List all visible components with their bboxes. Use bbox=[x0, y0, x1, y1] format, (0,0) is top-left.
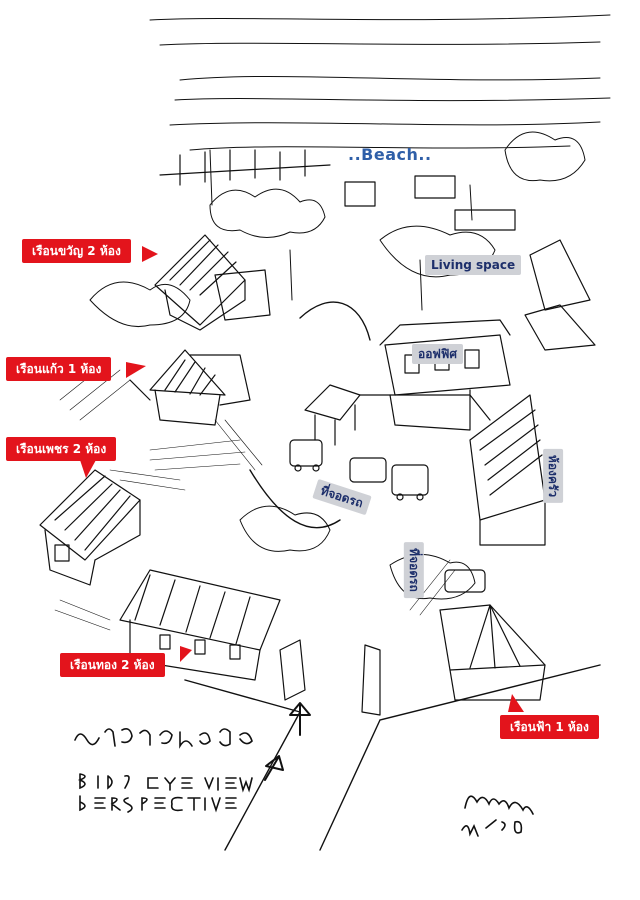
office-label: ออฟฟิศ bbox=[412, 344, 464, 364]
horizon-lines bbox=[149, 14, 611, 151]
house-thong-sketch bbox=[119, 569, 306, 701]
entry-arrows bbox=[264, 702, 311, 781]
road-lines bbox=[184, 301, 601, 851]
callout-kaew: เรือนแก้ว 1 ห้อง bbox=[6, 357, 112, 381]
callout-phet: เรือนเพชร 2 ห้อง bbox=[6, 437, 117, 461]
house-kaew-sketch bbox=[129, 349, 251, 426]
callout-fa: เรือนฟ้า 1 ห้อง bbox=[500, 715, 599, 739]
handwritten-title-strokes bbox=[74, 728, 534, 837]
right-huts-sketch bbox=[524, 239, 596, 351]
living-space-label: Living space bbox=[425, 255, 522, 275]
house-phet-sketch bbox=[39, 469, 141, 586]
cars-sketch bbox=[289, 439, 486, 593]
drawing-ink bbox=[39, 14, 611, 851]
gazebo-sketch bbox=[304, 384, 361, 446]
beach-fence bbox=[159, 149, 516, 231]
kitchen-sketch bbox=[469, 394, 546, 546]
callout-thong: เรือนทอง 2 ห้อง bbox=[60, 653, 165, 677]
kitchen-label: ห้องครัว bbox=[543, 448, 564, 504]
parking-label-2: ที่จอดรถ bbox=[403, 542, 424, 598]
trees bbox=[89, 131, 586, 600]
beach-label: ..Beach.. bbox=[348, 145, 432, 164]
office-sketch bbox=[359, 319, 511, 431]
house-fa-sketch bbox=[361, 604, 546, 716]
callout-khwan: เรือนขวัญ 2 ห้อง bbox=[22, 239, 131, 263]
house-khwan-sketch bbox=[154, 234, 271, 331]
